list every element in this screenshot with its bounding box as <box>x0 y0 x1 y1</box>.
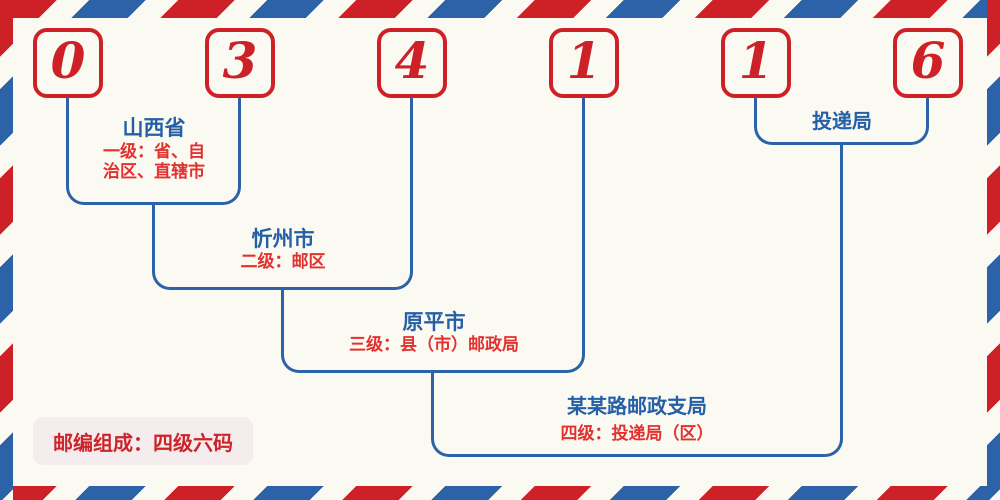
level2-desc-label: 二级：邮区 <box>240 252 326 272</box>
airmail-border-top <box>0 0 1000 18</box>
bracket-level3 <box>281 290 585 373</box>
digit-5: 1 <box>738 31 774 90</box>
digit-box-5: 1 <box>721 28 791 98</box>
digit-3: 4 <box>394 31 430 90</box>
bracket-level2 <box>152 205 413 290</box>
digit-box-3: 4 <box>377 28 447 98</box>
level1-desc-line1: 一级：省、自 <box>103 142 205 162</box>
digit-box-6: 6 <box>893 28 963 98</box>
level3-place-label: 原平市 <box>402 309 466 334</box>
bracket-level4 <box>431 373 843 457</box>
digit-6: 6 <box>910 31 946 90</box>
airmail-border-right <box>987 0 1000 500</box>
level3-desc-label: 三级：县（市）邮政局 <box>349 335 519 355</box>
level1-desc-line2: 治区、直辖市 <box>103 162 205 182</box>
bracket-level4-right-line <box>840 145 843 374</box>
airmail-border-bottom <box>0 486 1000 500</box>
digit-4: 1 <box>566 31 602 90</box>
level2-place-label: 忻州市 <box>251 226 315 251</box>
digit-1: 0 <box>50 31 86 90</box>
airmail-border-left <box>0 0 13 500</box>
level1-desc-label: 一级：省、自 治区、直辖市 <box>103 142 205 182</box>
level4-place-label: 某某路邮政支局 <box>567 394 707 418</box>
bracket-delivery-office <box>754 98 929 145</box>
footer-badge: 邮编组成：四级六码 <box>33 417 253 465</box>
level1-place-label: 山西省 <box>122 115 186 140</box>
delivery-office-label: 投递局 <box>812 109 872 133</box>
digit-box-2: 3 <box>205 28 275 98</box>
digit-2: 3 <box>222 31 258 90</box>
bracket-level3-right-line <box>582 98 585 291</box>
digit-box-4: 1 <box>549 28 619 98</box>
bracket-level1 <box>66 98 241 205</box>
digit-box-1: 0 <box>33 28 103 98</box>
level4-desc-label: 四级：投递局（区） <box>560 424 714 444</box>
bracket-level2-right-line <box>410 98 413 206</box>
